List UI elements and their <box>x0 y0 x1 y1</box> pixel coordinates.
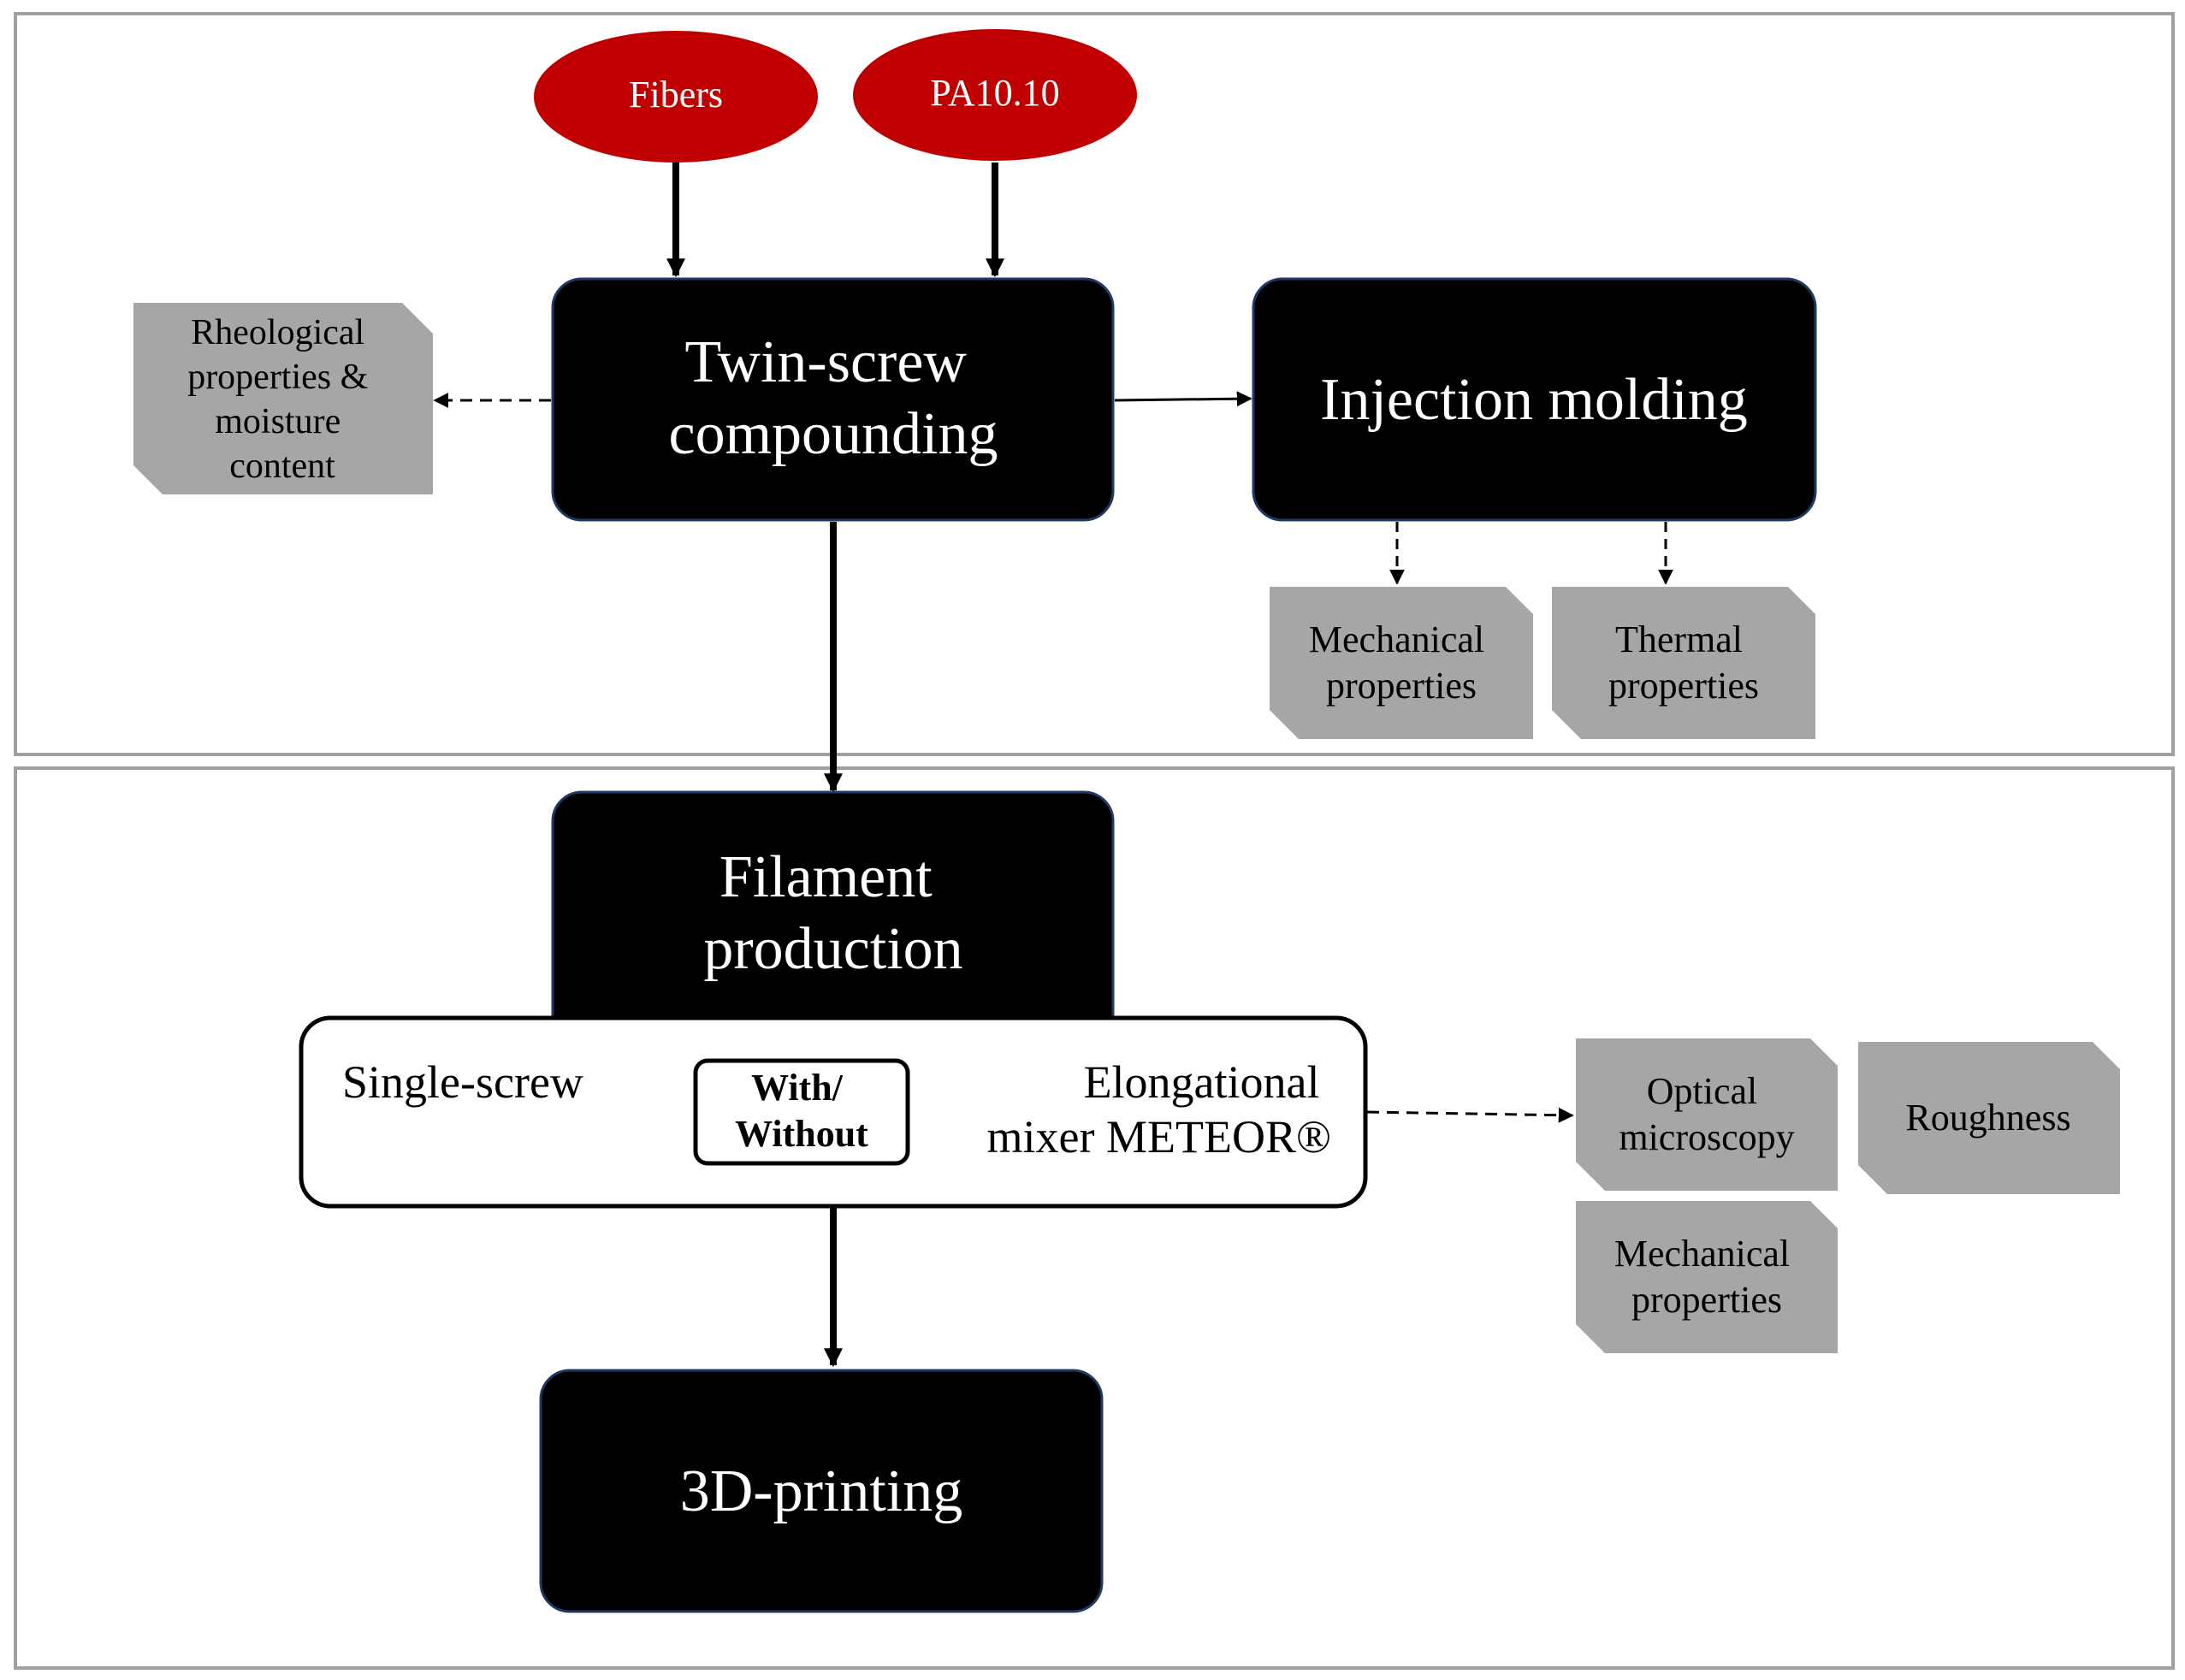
without-line: Without <box>735 1113 868 1155</box>
rheological-tag <box>133 303 433 494</box>
twin-screw-label: Twin-screw compounding <box>669 329 998 467</box>
roughness-tag <box>1858 1042 2120 1194</box>
mechanical-injection-tag <box>1270 587 1533 739</box>
rheological-line-1: Rheological <box>191 313 364 352</box>
pa-input-oval <box>853 29 1137 161</box>
mechanical-injection-label: Mechanical properties <box>1309 618 1494 707</box>
filament-production-label: Filament production <box>703 844 962 982</box>
elongational-line-2: mixer METEOR® <box>987 1111 1331 1162</box>
mechanical-filament-line-2: properties <box>1631 1279 1782 1321</box>
optical-line-1: Optical <box>1647 1070 1758 1112</box>
pa-label: PA10.10 <box>930 72 1059 114</box>
3d-printing-box <box>539 1369 1104 1613</box>
bottom-section-frame <box>14 766 2175 1670</box>
injection-molding-box <box>1252 277 1817 522</box>
optical-microscopy-tag <box>1576 1038 1838 1191</box>
rheological-label: Rheological properties & moisture conten… <box>187 313 377 486</box>
fibers-input-oval <box>534 31 818 163</box>
twin-screw-box <box>551 277 1115 522</box>
top-section-frame <box>14 12 2175 756</box>
mechanical-filament-line-1: Mechanical <box>1614 1233 1790 1275</box>
single-screw-label: Single-screw <box>342 1056 583 1108</box>
mechanical-injection-line-2: properties <box>1326 665 1477 707</box>
optical-microscopy-label: Optical microscopy <box>1619 1070 1794 1158</box>
twin-screw-line-1: Twin-screw <box>685 329 968 395</box>
mechanical-injection-line-1: Mechanical <box>1309 618 1484 660</box>
thermal-label: Thermal properties <box>1608 618 1759 707</box>
roughness-label: Roughness <box>1905 1097 2070 1139</box>
rheological-line-3: moisture <box>215 402 340 441</box>
fibers-label: Fibers <box>629 74 723 115</box>
rheological-line-2: properties & <box>187 358 368 397</box>
arrow-filament-to-characterization <box>1366 1107 1574 1123</box>
with-line: With/ <box>751 1067 844 1109</box>
3d-printing-label: 3D-printing <box>680 1458 963 1524</box>
mechanical-filament-tag <box>1576 1201 1838 1353</box>
filament-line-1: Filament <box>719 844 933 910</box>
optical-line-2: microscopy <box>1619 1116 1794 1158</box>
injection-molding-label: Injection molding <box>1320 367 1748 433</box>
elongational-line-1: Elongational <box>1084 1056 1320 1108</box>
elongational-mixer-label: Elongational mixer METEOR® <box>987 1056 1331 1162</box>
arrow-twin-screw-to-injection <box>1114 391 1252 407</box>
filament-line-2: production <box>703 916 962 982</box>
with-without-label: With/ Without <box>735 1067 868 1155</box>
with-without-box <box>693 1058 910 1166</box>
thermal-tag <box>1552 587 1815 739</box>
mechanical-filament-label: Mechanical properties <box>1614 1233 1799 1321</box>
twin-screw-line-2: compounding <box>669 401 998 467</box>
thermal-line-1: Thermal <box>1615 618 1743 660</box>
thermal-line-2: properties <box>1608 665 1759 707</box>
rheological-line-4: content <box>229 447 335 486</box>
